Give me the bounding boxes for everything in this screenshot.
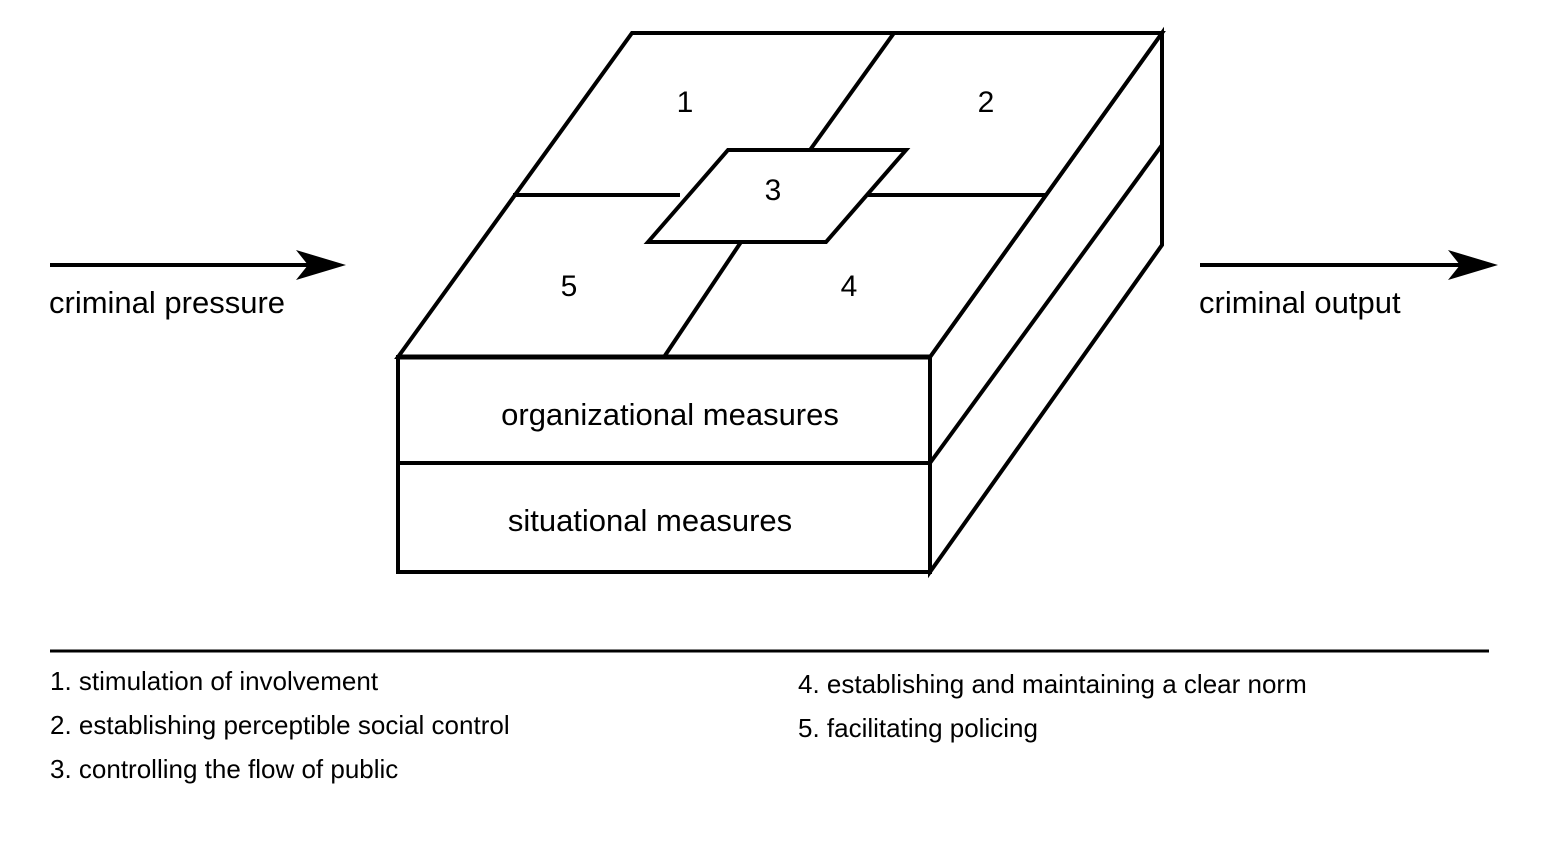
criminal-output-label: criminal output [1199, 285, 1401, 320]
criminal-pressure-label: criminal pressure [49, 285, 285, 320]
criminal-output-arrow [1200, 250, 1498, 280]
legend-item-1: 1. stimulation of involvement [50, 666, 379, 696]
criminal-pressure-arrow [50, 250, 346, 280]
top-divider-4-5 [662, 240, 743, 359]
top-divider-1-2 [808, 31, 896, 152]
top-section-1-number: 1 [677, 86, 694, 119]
top-section-3-number: 3 [765, 174, 782, 207]
organizational-measures-label: organizational measures [501, 397, 839, 432]
legend-item-2: 2. establishing perceptible social contr… [50, 710, 510, 740]
top-section-5-number: 5 [561, 270, 578, 303]
top-section-3 [643, 148, 911, 244]
top-section-4-number: 4 [841, 270, 858, 303]
legend-item-4: 4. establishing and maintaining a clear … [798, 669, 1307, 699]
legend-item-3: 3. controlling the flow of public [50, 754, 398, 784]
top-section-2-number: 2 [978, 86, 995, 119]
box-right-face-layer-divider [928, 143, 1164, 465]
legend-item-5: 5. facilitating policing [798, 713, 1038, 743]
situational-measures-label: situational measures [508, 503, 792, 538]
